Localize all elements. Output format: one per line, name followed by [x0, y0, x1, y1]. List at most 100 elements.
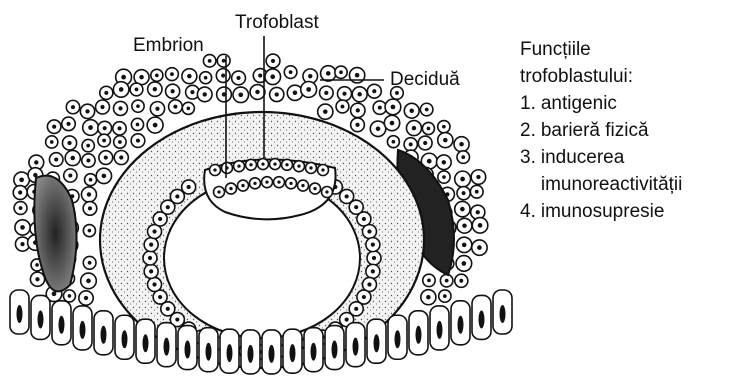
epithelial-cell [430, 306, 449, 350]
decidua-cell [472, 240, 487, 255]
decidua-cell [265, 69, 281, 85]
decidua-cell [321, 66, 336, 81]
decidua-cell [83, 225, 95, 237]
embryonic-cell [282, 159, 293, 170]
decidua-cell [457, 187, 470, 200]
decidua-cell [455, 171, 471, 187]
epithelial-cell [31, 295, 50, 339]
decidua-cell [418, 136, 432, 150]
decidua-cell [182, 69, 197, 84]
epithelial-cell [52, 301, 71, 345]
decidua-cell [351, 118, 365, 132]
epithelial-cell [304, 328, 323, 372]
decidua-cell [387, 136, 399, 148]
list-item-number: 2. [520, 117, 541, 144]
epithelial-cell [157, 323, 176, 367]
decidua-cell [96, 100, 110, 114]
list-item: 1.antigenic [520, 90, 741, 117]
decidua-cell [150, 102, 164, 116]
decidua-cell [455, 274, 468, 287]
panel-title-line2: trofoblastului: [520, 63, 741, 90]
decidua-cell [85, 174, 97, 186]
decidua-cell [131, 118, 143, 130]
decidua-cell [98, 134, 111, 147]
decidua-cell [96, 168, 111, 183]
embryonic-cell [262, 177, 273, 188]
trophoblast-cell [367, 251, 381, 265]
decidua-cell [370, 121, 385, 136]
decidua-cell [98, 121, 112, 135]
embryonic-cell [310, 183, 321, 194]
epithelial-cell [367, 319, 386, 363]
decidua-cell [83, 120, 99, 136]
trophoblast-cell [366, 238, 380, 252]
decidua-cell [455, 201, 470, 216]
decidua-cell [114, 151, 128, 165]
decidua-cell [166, 68, 179, 81]
decidua-cell [147, 117, 163, 133]
epithelial-cell [388, 315, 407, 359]
decidua-cell [182, 102, 194, 114]
epithelial-cell [409, 311, 428, 355]
epithelial-cell [199, 328, 218, 372]
embryonic-cell [274, 177, 285, 188]
embryonic-cell [306, 162, 317, 173]
decidua-cell [233, 87, 249, 103]
epithelial-cell [283, 329, 302, 373]
decidua-cell [471, 170, 486, 185]
decidua-cell [113, 122, 126, 135]
embryonic-cell [246, 159, 257, 170]
decidua-cell [318, 104, 333, 119]
embryonic-cell [318, 165, 329, 176]
decidua-cell [30, 272, 44, 286]
epithelial-cell [136, 319, 155, 363]
embryonic-cell [234, 161, 245, 172]
embryonic-cell [222, 162, 233, 173]
epithelial-cell [346, 323, 365, 367]
decidua-cell [438, 121, 450, 133]
epithelial-cell [472, 295, 491, 339]
epithelial-cell [10, 290, 29, 334]
list-item-number: 3. [520, 144, 541, 198]
label-embryo: Embrion [133, 35, 204, 57]
embryonic-cell [214, 187, 225, 198]
decidua-cell [438, 133, 453, 148]
decidua-cell [166, 84, 180, 98]
decidua-cell [80, 104, 94, 118]
decidua-cell [454, 137, 469, 152]
decidua-cell [63, 290, 75, 302]
decidua-cell [404, 138, 417, 151]
decidua-cell [131, 134, 145, 148]
epithelial-cell [94, 311, 113, 355]
epithelial-cell [73, 306, 92, 350]
decidua-cell [13, 186, 27, 200]
decidua-cell [130, 83, 143, 96]
decidua-cell [83, 202, 97, 216]
decidua-cell [15, 220, 30, 235]
decidua-cell [203, 55, 215, 67]
decidua-cell [66, 100, 79, 113]
epithelial-cell [451, 301, 470, 345]
decidua-cell [82, 139, 94, 151]
decidua-cell [114, 136, 126, 148]
decidua-cell [266, 54, 280, 68]
decidua-cell [200, 72, 212, 84]
epithelial-cell [262, 330, 281, 374]
trophoblast-cell [182, 180, 196, 194]
decidua-cell [384, 115, 399, 130]
decidua-cell [457, 218, 472, 233]
decidua-cell [250, 85, 265, 100]
decidua-cell [436, 155, 451, 170]
decidua-cell [367, 84, 381, 98]
decidua-cell [439, 290, 451, 302]
embryonic-cell [270, 159, 281, 170]
decidua-cell [337, 87, 351, 101]
decidua-cell [423, 274, 435, 286]
embryonic-cell [294, 161, 305, 172]
label-trophoblast: Trofoblast [235, 12, 319, 34]
decidua-cell [46, 136, 58, 148]
decidua-cell [385, 99, 401, 115]
functions-list: 1.antigenic 2.barieră fizică 3.inducerea… [520, 90, 741, 225]
trophoblast-cell [143, 251, 157, 265]
trophoblast-functions-panel: Funcțiile trofoblastului: 1.antigenic 2.… [520, 36, 741, 225]
